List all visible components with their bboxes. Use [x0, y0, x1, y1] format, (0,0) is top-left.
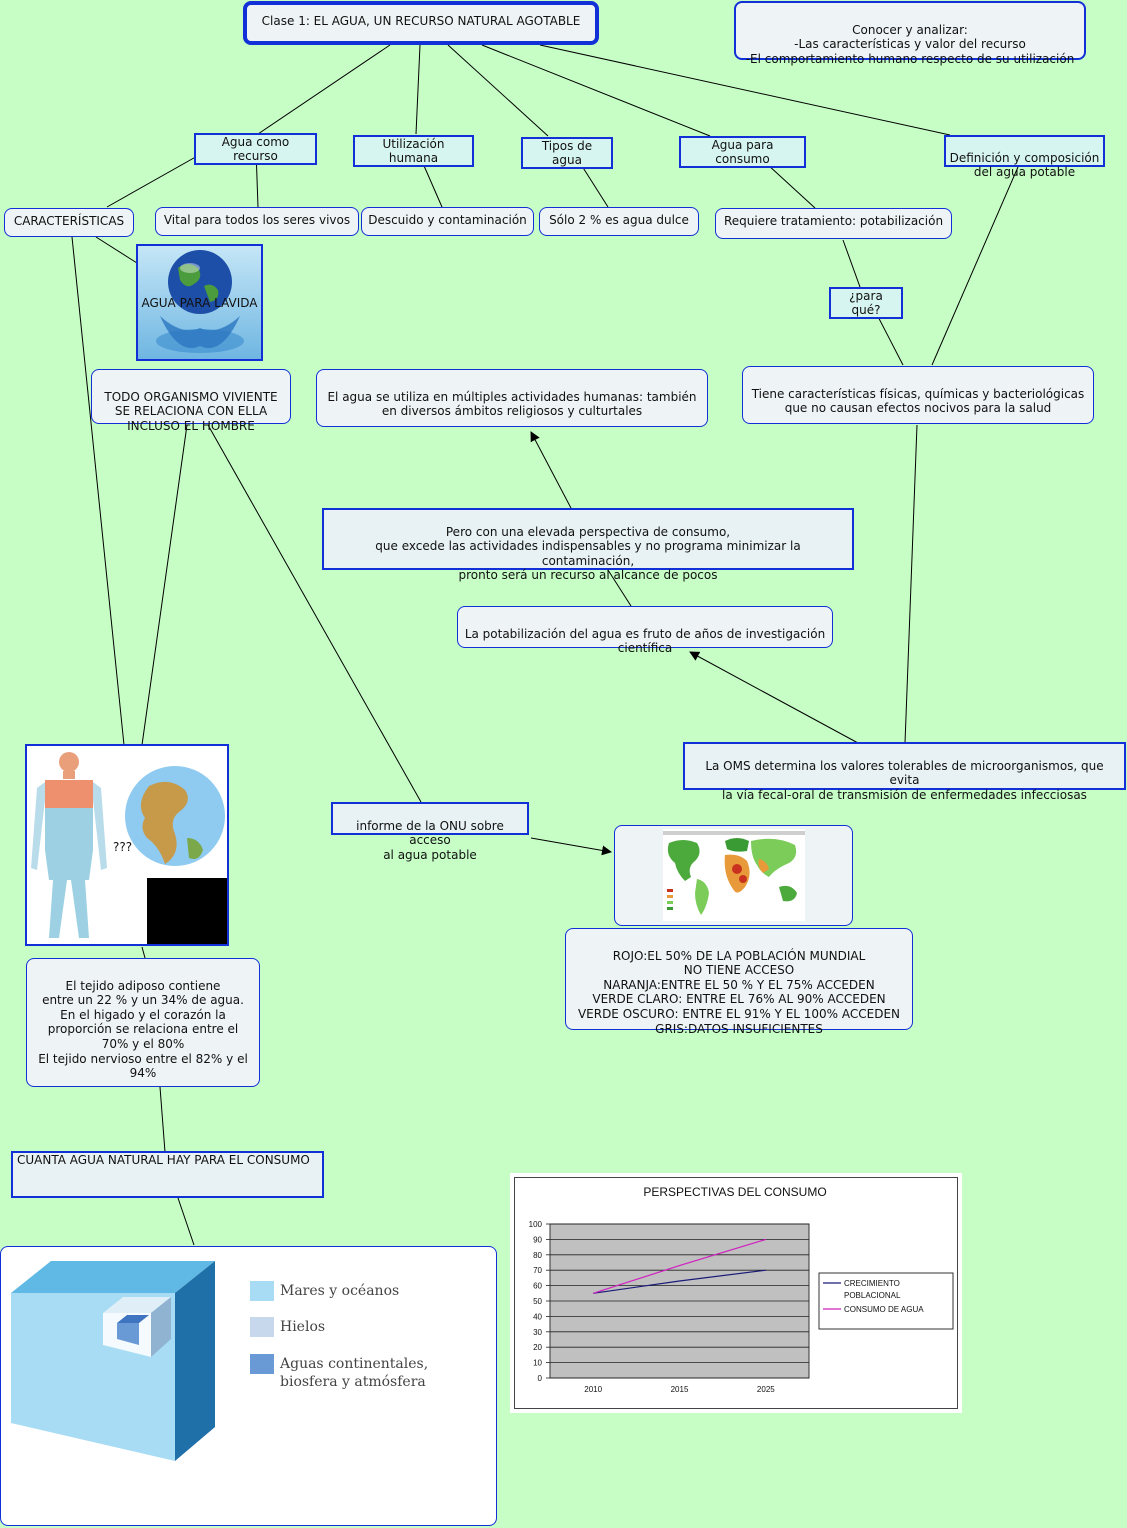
y-tick-label: 20: [533, 1343, 542, 1352]
human-body-icon: [31, 752, 227, 944]
box-tejido[interactable]: El tejido adiposo contiene entre un 22 %…: [26, 958, 260, 1087]
water-cube-panel: Mares y océanos Hielos Aguas continental…: [0, 1246, 497, 1526]
y-tick-label: 70: [533, 1266, 542, 1275]
legend-continentales-label: Aguas continentales, biosfera y atmósfer…: [280, 1356, 429, 1390]
label-onu[interactable]: informe de la ONU sobre acceso al agua p…: [331, 802, 529, 862]
box-vital[interactable]: Vital para todos los seres vivos: [155, 207, 359, 236]
legend-mares-label: Mares y océanos: [280, 1283, 400, 1299]
label-agua-consumo[interactable]: Agua para consumo: [679, 136, 806, 168]
y-tick-label: 100: [529, 1220, 543, 1229]
chart-title: PERSPECTIVAS DEL CONSUMO: [643, 1185, 826, 1199]
earth-water-image: AGUA PARA LAVIDA: [136, 244, 263, 361]
box-investigacion[interactable]: La potabilización del agua es fruto de a…: [457, 606, 833, 655]
y-tick-label: 40: [533, 1312, 542, 1321]
objectives-text: Conocer y analizar: -Las características…: [745, 22, 1075, 66]
box-propiedades[interactable]: Tiene características físicas, químicas …: [742, 366, 1094, 424]
box-actividades[interactable]: El agua se utiliza en múltiples activida…: [316, 369, 708, 427]
x-tick-label: 2010: [584, 1385, 602, 1394]
legend-label-1: CONSUMO DE AGUA: [844, 1305, 924, 1314]
y-tick-label: 30: [533, 1328, 542, 1337]
box-caracteristicas[interactable]: CARACTERÍSTICAS: [4, 208, 134, 237]
swatch-mares: [250, 1281, 274, 1301]
label-cuanta-agua[interactable]: CUANTA AGUA NATURAL HAY PARA EL CONSUMO: [11, 1151, 324, 1198]
label-definicion[interactable]: Definición y composición del agua potabl…: [944, 135, 1105, 179]
swatch-continentales: [250, 1354, 274, 1374]
title-box[interactable]: Clase 1: EL AGUA, UN RECURSO NATURAL AGO…: [243, 1, 599, 45]
legend-hielos-label: Hielos: [280, 1319, 326, 1335]
label-perspectiva[interactable]: Pero con una elevada perspectiva de cons…: [322, 508, 854, 582]
series-line-0: [593, 1269, 766, 1294]
y-tick-label: 80: [533, 1251, 542, 1260]
human-globe-image: ???: [25, 744, 229, 946]
chart-legend: [818, 1272, 954, 1330]
world-map-box: [614, 825, 853, 926]
chart-panel: PERSPECTIVAS DEL CONSUMO 0 10 20 30 40 50 60 70…: [510, 1173, 962, 1413]
label-oms[interactable]: La OMS determina los valores tolerables …: [683, 742, 1126, 802]
y-tick-label: 50: [533, 1297, 542, 1306]
earth-caption: AGUA PARA LAVIDA: [141, 296, 258, 310]
x-tick-label: 2015: [671, 1385, 689, 1394]
y-tick-label: 90: [533, 1235, 542, 1244]
swatch-hielos: [250, 1317, 274, 1337]
y-tick-label: 10: [533, 1359, 542, 1368]
world-map-icon: [663, 829, 805, 921]
label-tipos-agua[interactable]: Tipos de agua: [521, 137, 613, 169]
earth-splash-icon: [156, 250, 244, 353]
y-tick-label: 60: [533, 1282, 542, 1291]
legend-label-0: POBLACIONAL: [844, 1291, 901, 1300]
label-para-que[interactable]: ¿para qué?: [829, 287, 903, 319]
water-cube-icon: [11, 1261, 215, 1461]
human-caption: ???: [113, 840, 133, 854]
x-tick-label: 2025: [757, 1385, 775, 1394]
box-tratamiento[interactable]: Requiere tratamiento: potabilización: [715, 208, 952, 239]
legend-label-0: CRECIMIENTO: [844, 1279, 900, 1288]
objectives-box[interactable]: Conocer y analizar: -Las características…: [734, 1, 1086, 66]
box-descuido[interactable]: Descuido y contaminación: [361, 207, 534, 236]
y-tick-label: 0: [538, 1374, 543, 1383]
box-organismo[interactable]: TODO ORGANISMO VIVIENTE SE RELACIONA CON…: [91, 369, 291, 433]
box-mapa-leyenda[interactable]: ROJO:EL 50% DE LA POBLACIÓN MUNDIAL NO T…: [565, 928, 913, 1036]
consumo-line-chart: PERSPECTIVAS DEL CONSUMO 0 10 20 30 40 50 60 70…: [529, 1185, 954, 1394]
box-agua-dulce[interactable]: Sólo 2 % es agua dulce: [539, 207, 699, 236]
series-line-1: [592, 1238, 767, 1294]
label-utilizacion-humana[interactable]: Utilización humana: [353, 135, 474, 167]
page-title: Clase 1: EL AGUA, UN RECURSO NATURAL AGO…: [261, 14, 581, 28]
label-agua-recurso[interactable]: Agua como recurso: [194, 133, 317, 165]
